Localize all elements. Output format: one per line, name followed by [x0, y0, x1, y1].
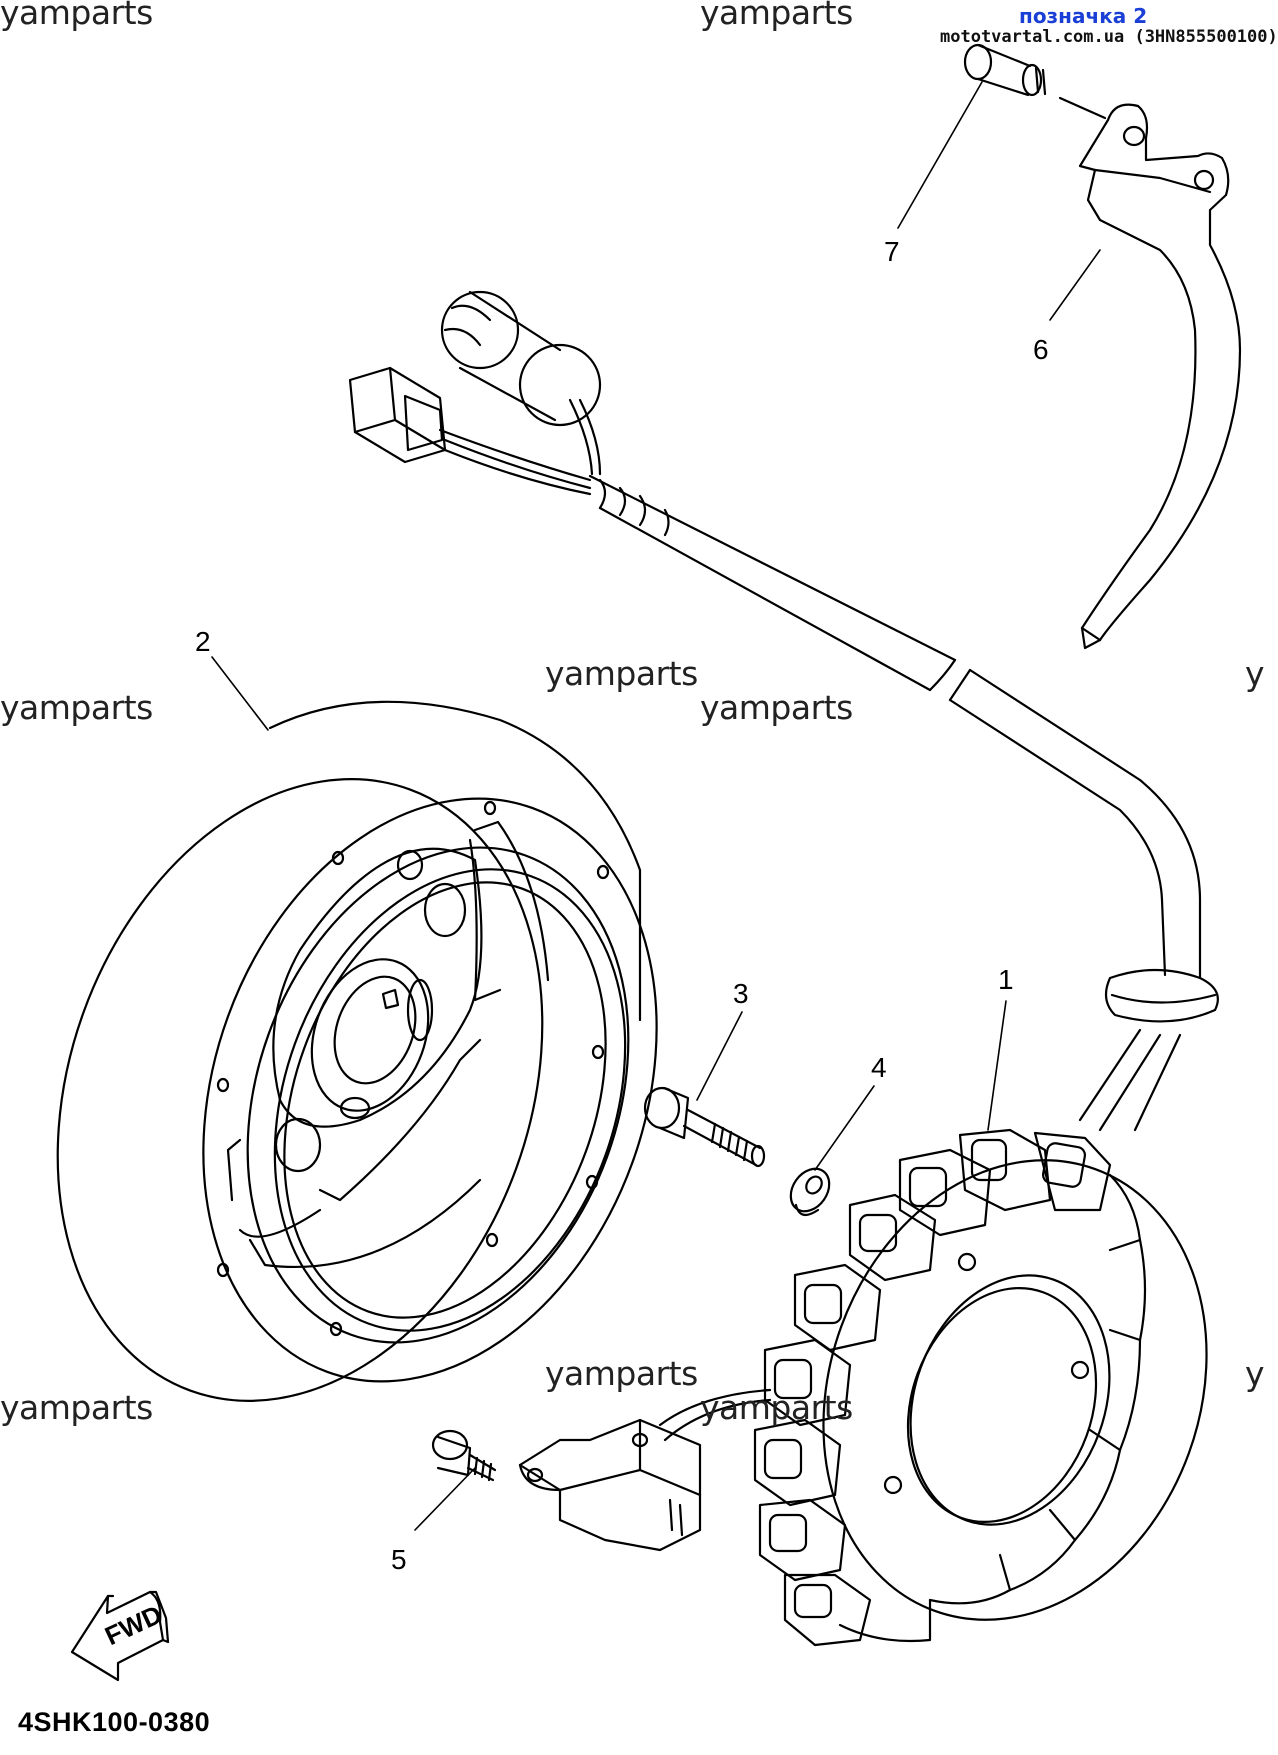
screw-part-7: [963, 43, 1107, 120]
callout-leaders: [211, 81, 1101, 1531]
rotor-part-2: [56, 700, 658, 1402]
stator-coils: [753, 1128, 1147, 1647]
watermark: yamparts: [545, 654, 698, 693]
stator-part-1: [753, 968, 1219, 1647]
watermark: y: [1245, 654, 1265, 693]
watermark: yamparts: [0, 688, 153, 727]
header-source: mototvartal.com.ua (3HN855500100): [940, 27, 1278, 47]
bolt-part-3: [643, 1086, 766, 1168]
wire-harness: [348, 290, 1202, 980]
callout-7: 7: [884, 236, 900, 267]
pickup-coil: [518, 1388, 772, 1552]
screw-part-5: [431, 1429, 497, 1482]
diagram-code: 4SHK100-0380: [18, 1707, 211, 1737]
watermark: yamparts: [700, 1388, 853, 1427]
bracket-part-6: [1078, 103, 1242, 650]
callout-3: 3: [733, 978, 749, 1009]
callout-4: 4: [871, 1052, 887, 1083]
watermark: yamparts: [545, 1354, 698, 1393]
washer-part-4: [789, 1167, 831, 1217]
watermark: yamparts: [700, 0, 853, 32]
callout-1: 1: [998, 964, 1014, 995]
header-label: позначка 2: [1019, 4, 1148, 28]
watermark: yamparts: [0, 0, 153, 32]
watermark: yamparts: [700, 688, 853, 727]
callout-5: 5: [391, 1544, 407, 1575]
watermark: y: [1245, 1354, 1265, 1393]
fwd-arrow: [70, 1590, 170, 1682]
watermark: yamparts: [0, 1388, 153, 1427]
callout-2: 2: [195, 626, 211, 657]
callout-6: 6: [1033, 334, 1049, 365]
